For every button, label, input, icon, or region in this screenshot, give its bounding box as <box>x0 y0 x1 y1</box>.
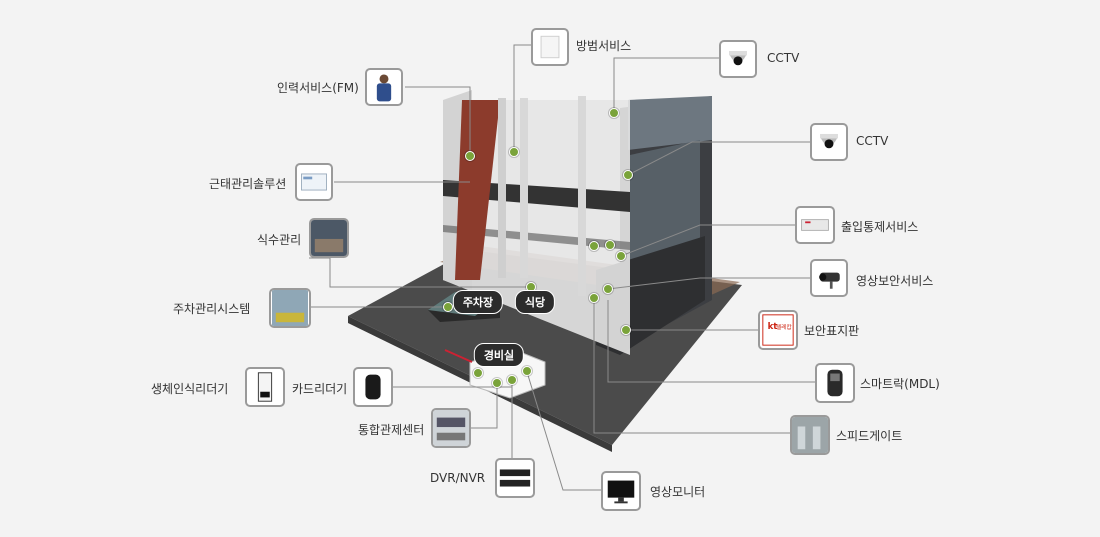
marker-dot[interactable] <box>616 251 626 261</box>
marker-dot[interactable] <box>443 302 453 312</box>
label-dvr-nvr: DVR/NVR <box>430 471 486 485</box>
access-control-reader-icon[interactable] <box>795 206 835 244</box>
label-manpower: 인력서비스(FM) <box>277 81 359 95</box>
marker-dot[interactable] <box>609 108 619 118</box>
marker-dot[interactable] <box>522 366 532 376</box>
marker-dot[interactable] <box>465 151 475 161</box>
video-monitor-icon[interactable] <box>601 471 641 511</box>
dome-camera-icon[interactable] <box>810 123 848 161</box>
zone-guard-room-label: 경비실 <box>473 343 525 367</box>
marker-dot[interactable] <box>623 170 633 180</box>
smart-lock-icon[interactable] <box>815 363 855 403</box>
cafeteria-photo-icon[interactable] <box>309 218 349 258</box>
marker-dot[interactable] <box>509 147 519 157</box>
label-cctv-top: CCTV <box>767 51 800 65</box>
marker-dot[interactable] <box>589 293 599 303</box>
label-smart-lock: 스마트락(MDL) <box>860 377 940 391</box>
label-cctv-right: CCTV <box>856 134 889 148</box>
zone-parking-label: 주차장 <box>452 290 504 314</box>
building-glass-upper <box>628 96 712 150</box>
column <box>498 98 506 278</box>
marker-dot[interactable] <box>605 240 615 250</box>
label-video-security: 영상보안서비스 <box>856 274 934 288</box>
control-center-photo-icon[interactable] <box>431 408 471 448</box>
card-reader-icon[interactable] <box>353 367 393 407</box>
manpower-worker-icon[interactable] <box>365 68 403 106</box>
label-access-control: 출입통제서비스 <box>841 220 919 234</box>
dvr-nvr-device-icon[interactable] <box>495 458 535 498</box>
staircase <box>455 100 500 280</box>
column <box>520 98 528 278</box>
label-security-sign: 보안표지판 <box>804 324 860 338</box>
marker-dot[interactable] <box>507 375 517 385</box>
building-glass-mid <box>630 140 700 270</box>
label-meal: 식수관리 <box>257 233 302 247</box>
marker-dot[interactable] <box>589 241 599 251</box>
barrier-arm <box>444 349 473 363</box>
label-attendance: 근태관리솔루션 <box>209 177 287 191</box>
label-control-center: 통합관제센터 <box>358 423 425 437</box>
marker-dot[interactable] <box>603 284 613 294</box>
sign-brand-text: kt <box>768 322 778 332</box>
label-card-reader: 카드리더기 <box>292 382 348 396</box>
attendance-software-icon[interactable] <box>295 163 333 201</box>
label-parking-system: 주차관리시스템 <box>173 302 251 316</box>
crime-prevention-sensor-icon[interactable] <box>531 28 569 66</box>
parking-system-photo-icon[interactable] <box>269 288 311 328</box>
marker-dot[interactable] <box>621 325 631 335</box>
speed-gate-photo-icon[interactable] <box>790 415 830 455</box>
biometric-reader-icon[interactable] <box>245 367 285 407</box>
marker-dot[interactable] <box>473 368 483 378</box>
label-monitor: 영상모니터 <box>650 485 706 499</box>
label-speed-gate: 스피드게이트 <box>836 429 903 443</box>
marker-dot[interactable] <box>492 378 502 388</box>
dome-camera-icon[interactable] <box>719 40 757 78</box>
video-security-camera-icon[interactable] <box>810 259 848 297</box>
zone-cafeteria-label: 식당 <box>514 290 556 314</box>
label-crime-prevention: 방범서비스 <box>576 39 632 53</box>
sign-sub-text: 텔레캅 <box>776 323 792 331</box>
label-biometric: 생체인식리더기 <box>151 382 229 396</box>
column <box>578 96 586 296</box>
